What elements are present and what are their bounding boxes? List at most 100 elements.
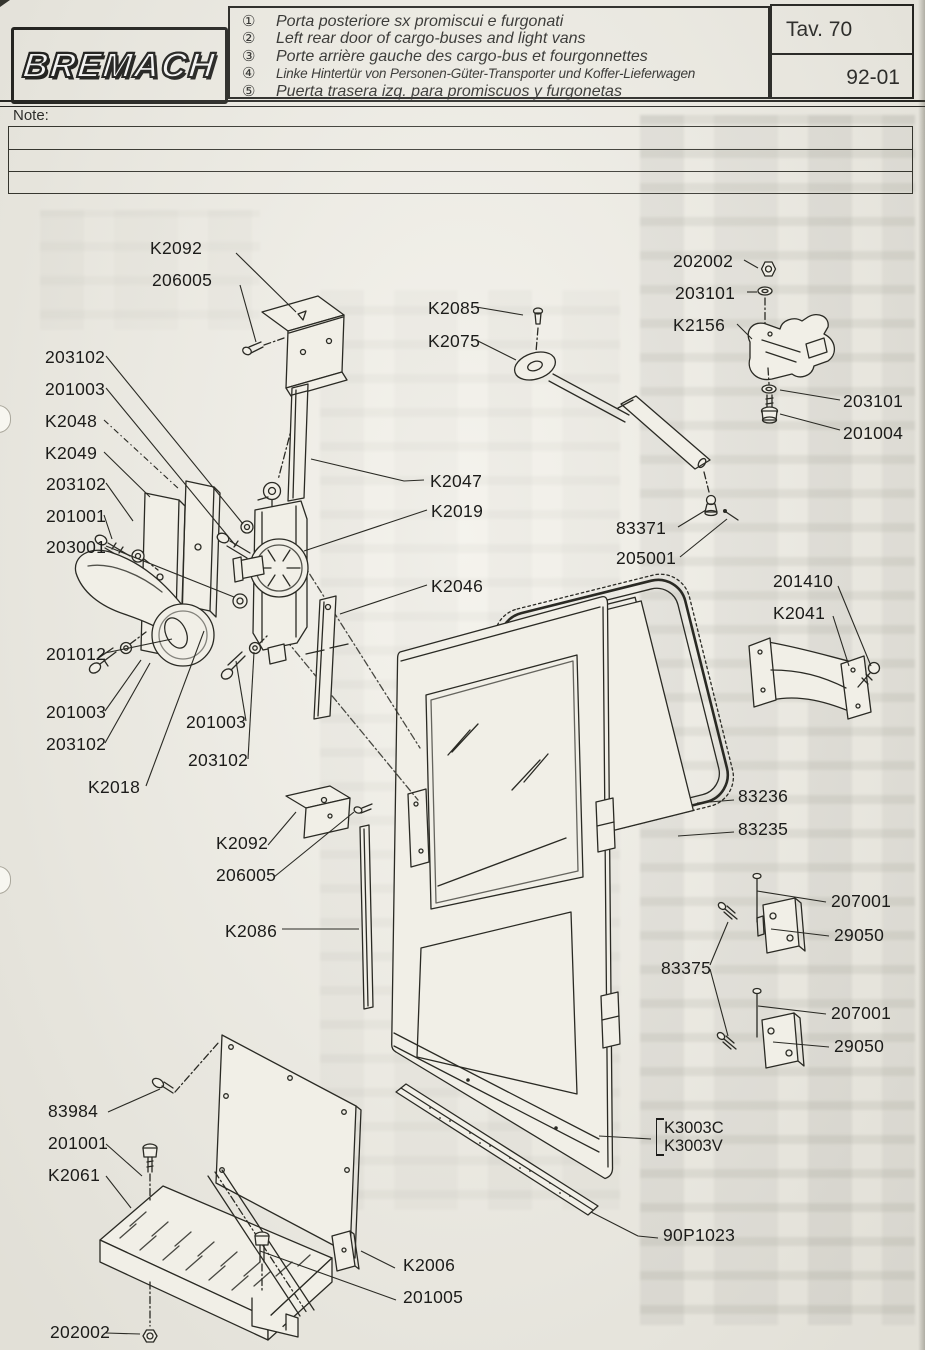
leader-line	[832, 615, 850, 667]
brand-logo-box: BREMACH	[11, 27, 228, 104]
part-label-k2061: K2061	[48, 1165, 101, 1185]
inner-trim-panel	[151, 1034, 362, 1259]
part-label-207001: 207001	[831, 891, 892, 911]
part-label-203001: 203001	[46, 537, 107, 557]
leader-line	[105, 1175, 132, 1209]
bracket-k2092-lower	[285, 785, 373, 839]
leader-line	[743, 259, 759, 269]
leader-line	[107, 1088, 161, 1113]
sheet-code: 92-01	[846, 66, 900, 89]
leader-line	[104, 659, 142, 712]
leader-line	[757, 1005, 827, 1015]
leader-line	[756, 890, 827, 903]
leader-line	[677, 509, 707, 528]
leader-line	[736, 323, 753, 340]
description-text: Puerta trasera izq. para promiscuos y fu…	[276, 82, 622, 100]
part-label-k2156: K2156	[673, 315, 726, 335]
latch-keepers	[716, 872, 806, 1069]
part-label-205001: 205001	[616, 548, 677, 568]
leader-line	[770, 928, 830, 937]
part-label-201003: 201003	[46, 702, 107, 722]
description-row: ⑤ Puerta trasera izq. para promiscuos y f…	[242, 83, 764, 100]
part-label-k2092: K2092	[216, 833, 269, 853]
leader-line	[772, 1041, 830, 1048]
part-label-201001: 201001	[48, 1133, 109, 1153]
release-lever	[74, 549, 268, 680]
description-text: Linke Hintertür von Personen-Güter-Trans…	[276, 66, 696, 82]
leader-line	[696, 799, 735, 804]
description-text: Porta posteriore sx promiscui e furgonat…	[276, 13, 564, 30]
grab-handle	[748, 637, 881, 720]
leader-line	[103, 419, 181, 491]
part-label-202002: 202002	[673, 251, 734, 271]
leader-line	[779, 389, 841, 401]
part-label-201003: 201003	[45, 379, 106, 399]
part-label-201003: 201003	[186, 712, 247, 732]
part-label-206005: 206005	[152, 270, 213, 290]
description-number: ④	[242, 65, 256, 83]
leader-line	[303, 509, 428, 552]
leader-line	[267, 811, 297, 846]
part-label-201012: 201012	[46, 644, 107, 664]
description-number: ⑤	[242, 82, 256, 100]
leader-line	[104, 662, 151, 744]
leader-line	[105, 1143, 143, 1177]
header-rule	[0, 106, 925, 108]
leader-line	[709, 968, 729, 1037]
part-label-k2046: K2046	[431, 576, 484, 596]
part-label-k2006: K2006	[403, 1255, 456, 1275]
leader-line	[679, 518, 728, 558]
step-assembly	[99, 1143, 333, 1343]
leader-line	[105, 1332, 141, 1335]
leader-line	[590, 1211, 659, 1239]
leader-line	[235, 252, 297, 313]
leader-line	[105, 482, 134, 522]
leader-line	[247, 651, 255, 760]
leader-line	[105, 387, 237, 547]
header-rule	[0, 100, 925, 102]
part-label-83371: 83371	[616, 518, 667, 538]
scan-corner-mark	[0, 0, 10, 7]
part-label-206005: 206005	[216, 865, 277, 885]
part-label-201410: 201410	[773, 571, 834, 591]
part-label-203102: 203102	[46, 474, 107, 494]
part-label-203102: 203102	[188, 750, 249, 770]
part-label-83235: 83235	[738, 819, 789, 839]
leader-line	[475, 306, 524, 316]
part-label-k2085: K2085	[428, 298, 481, 318]
part-label-29050: 29050	[834, 1036, 885, 1056]
scan-edge-shadow	[918, 0, 925, 1350]
leader-line	[837, 585, 872, 667]
guide-plate-k2006	[331, 1230, 360, 1272]
part-label-203101: 203101	[843, 391, 904, 411]
part-label-k2018: K2018	[88, 777, 141, 797]
door-panel	[391, 595, 621, 1180]
part-label-k2047: K2047	[430, 471, 483, 491]
leader-line	[598, 1135, 652, 1140]
part-label-k2048: K2048	[45, 411, 98, 431]
description-text: Porte arrière gauche des cargo-bus et fo…	[276, 47, 648, 65]
part-label-k2092: K2092	[150, 238, 203, 258]
part-label-83984: 83984	[48, 1101, 99, 1121]
part-label-201005: 201005	[403, 1287, 464, 1307]
leader-line	[779, 413, 841, 431]
note-label: Note:	[13, 107, 49, 124]
leader-line	[310, 458, 425, 482]
gas-strut	[513, 307, 739, 521]
rod-k2086	[359, 824, 374, 1010]
leader-line	[259, 1250, 397, 1301]
part-label-k2041: K2041	[773, 603, 826, 623]
part-label-207001: 207001	[831, 1003, 892, 1023]
leader-line	[105, 355, 244, 525]
part-label-83236: 83236	[738, 786, 789, 806]
leader-line	[475, 339, 517, 361]
leader-lines	[103, 252, 872, 1335]
leader-line	[339, 584, 428, 615]
leader-line	[145, 630, 205, 787]
part-label-k2049: K2049	[45, 443, 98, 463]
leader-line	[104, 638, 173, 654]
leader-line	[105, 545, 235, 598]
part-label-201001: 201001	[46, 506, 107, 526]
